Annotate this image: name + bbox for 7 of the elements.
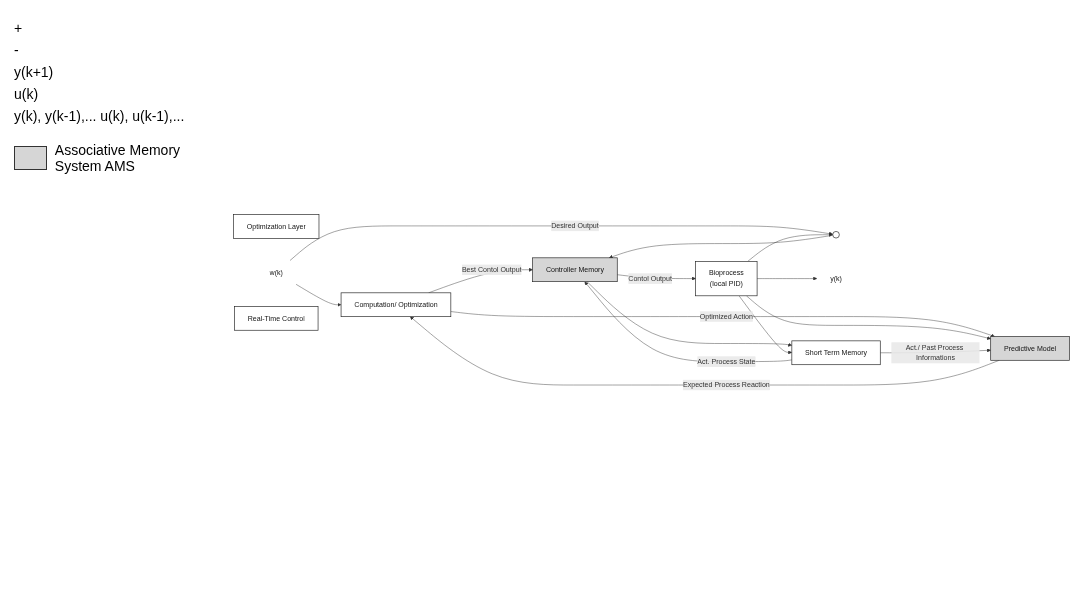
note: + (14, 20, 24, 36)
node-circle (832, 231, 840, 239)
note: y(k+1) (14, 64, 55, 80)
legend-text: Associative Memory System AMS (54, 142, 182, 174)
note: - (14, 42, 20, 58)
note: y(k), y(k-1),... u(k), u(k-1),... (14, 108, 186, 124)
note: u(k) (14, 86, 40, 102)
